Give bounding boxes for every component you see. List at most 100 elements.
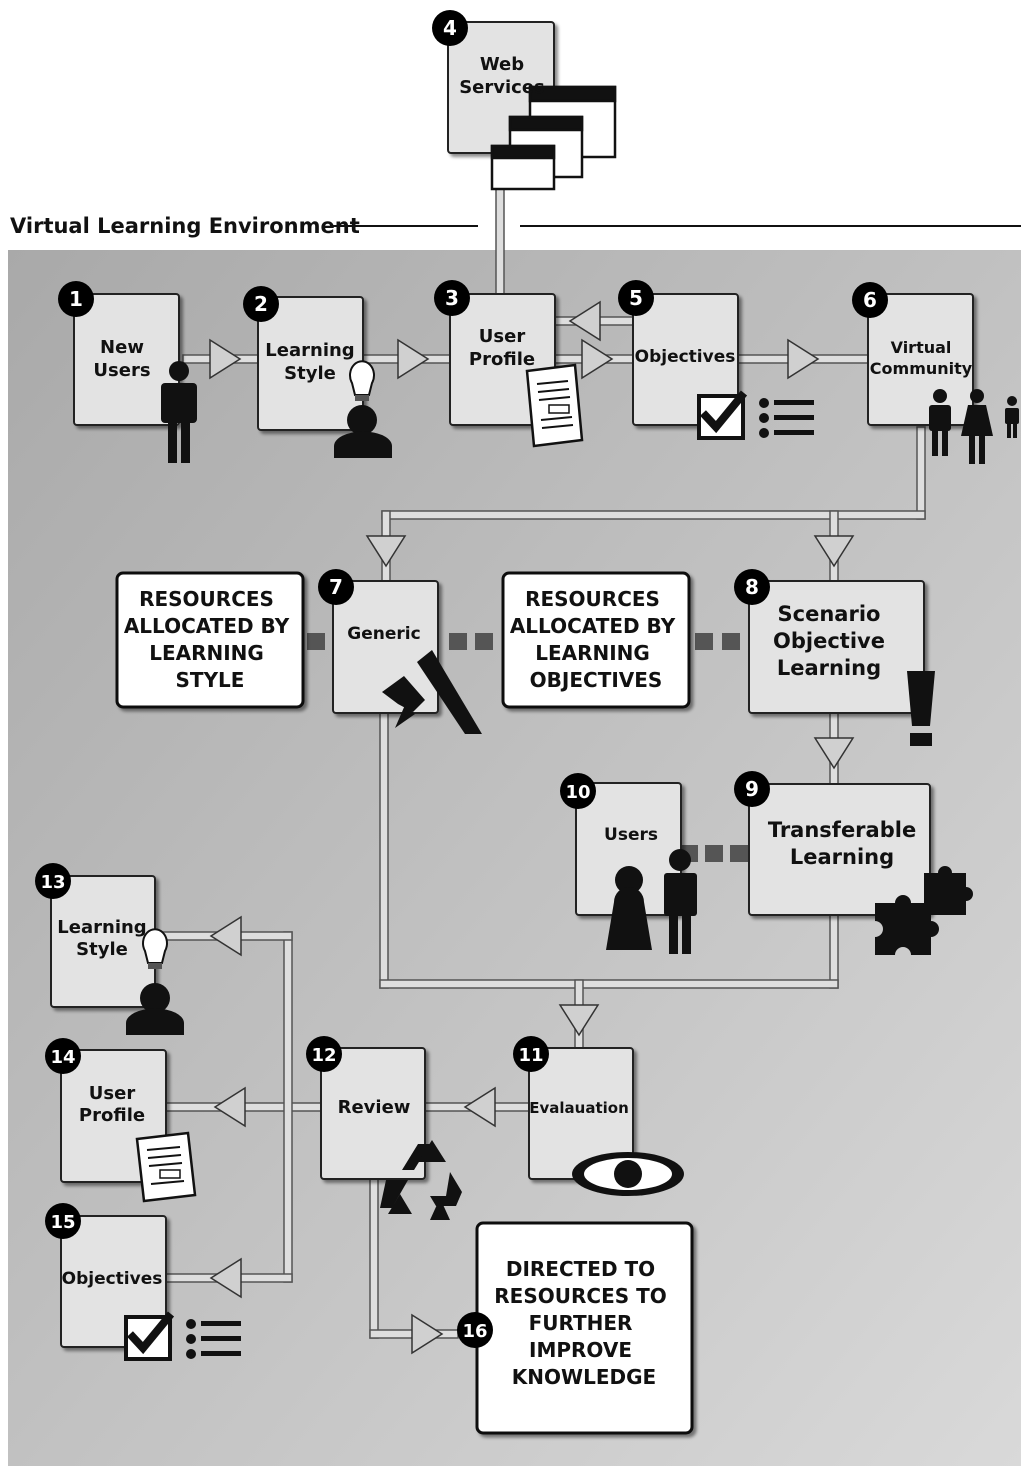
- arrow-to-14: [213, 1086, 246, 1128]
- badge-2-number: 2: [254, 292, 268, 316]
- badge-7-number: 7: [329, 575, 343, 599]
- badge-9-number: 9: [745, 777, 759, 801]
- badge-5: 5: [618, 280, 654, 316]
- arrow-to-16: [411, 1313, 444, 1355]
- callout-learning-objectives-label: RESOURCES ALLOCATED BY LEARNING OBJECTIV…: [510, 587, 682, 692]
- step-12-label: Review: [338, 1097, 411, 1118]
- arrow-to-11: [558, 1004, 600, 1037]
- badge-8-number: 8: [745, 575, 759, 599]
- number-badges: 1 2 3 4 5 6 7 8 9 10 11 12 13 14 15 16: [35, 10, 888, 1348]
- badge-12-number: 12: [311, 1045, 336, 1066]
- step-box-5[interactable]: [632, 293, 739, 426]
- badge-15-number: 15: [50, 1212, 75, 1233]
- step-box-9[interactable]: [748, 783, 931, 916]
- arrow-to-8: [813, 535, 855, 568]
- badge-5-number: 5: [629, 286, 643, 310]
- badge-14-number: 14: [50, 1047, 75, 1068]
- badge-13: 13: [35, 863, 71, 899]
- badge-6-number: 6: [863, 288, 877, 312]
- two-people-icon: [606, 849, 697, 954]
- badge-16-number: 16: [462, 1321, 487, 1342]
- recycle-icon: [380, 1140, 462, 1220]
- badge-7: 7: [318, 569, 354, 605]
- step-box-12[interactable]: [320, 1047, 426, 1180]
- step-10-label: Users: [604, 825, 658, 845]
- step-7-label: Generic: [347, 624, 420, 644]
- badge-1: 1: [58, 281, 94, 317]
- connector-web-profile: [495, 184, 505, 296]
- connector-merge: [379, 979, 839, 989]
- family-icon: [929, 389, 1019, 464]
- badge-15: 15: [45, 1203, 81, 1239]
- person-icon: [161, 361, 197, 463]
- arrow-11-12: [463, 1086, 496, 1128]
- step-5-label: Objectives: [635, 347, 736, 367]
- badge-9: 9: [734, 771, 770, 807]
- arrow-heads: [209, 300, 855, 1355]
- pen-nib-icon: [382, 650, 482, 734]
- connector-7-down: [379, 712, 389, 989]
- connector-branch: [381, 510, 926, 520]
- step-box-6[interactable]: [867, 293, 974, 426]
- badge-12: 12: [306, 1036, 342, 1072]
- arrow-to-15: [209, 1257, 242, 1299]
- arrow-2-3: [397, 338, 430, 380]
- exclamation-icon: [907, 671, 935, 746]
- badge-10-number: 10: [565, 782, 590, 803]
- arrow-5-3: [568, 300, 601, 342]
- environment-title: Virtual Learning Environment: [10, 214, 360, 238]
- badge-10: 10: [560, 773, 596, 809]
- badge-11: 11: [513, 1036, 549, 1072]
- callout-labels: RESOURCES ALLOCATED BY LEARNING STYLE RE…: [124, 587, 682, 1389]
- lightbulb-head-icon-2: [126, 928, 184, 1035]
- badge-13-number: 13: [40, 872, 65, 893]
- badge-4-number: 4: [443, 16, 457, 40]
- callout-directed-label: DIRECTED TO RESOURCES TO FURTHER IMPROVE…: [494, 1257, 673, 1389]
- badge-8: 8: [734, 569, 770, 605]
- arrow-5-6: [787, 338, 820, 380]
- step-box-15[interactable]: [60, 1215, 167, 1348]
- arrow-to-7: [365, 535, 407, 568]
- puzzle-pieces-icon: [875, 866, 973, 955]
- arrow-8-9: [813, 737, 855, 770]
- badge-3-number: 3: [445, 286, 459, 310]
- step-11-label: Evalauation: [529, 1099, 629, 1117]
- connector-bus: [283, 931, 293, 1283]
- step-box-1[interactable]: [73, 293, 180, 426]
- connector-12-down: [369, 1177, 379, 1339]
- badge-6: 6: [852, 282, 888, 318]
- callout-box-learning-objectives: [501, 571, 691, 709]
- step-box-8[interactable]: [748, 580, 925, 714]
- badge-16: 16: [457, 1312, 493, 1348]
- badge-14: 14: [45, 1038, 81, 1074]
- eye-icon: [572, 1152, 684, 1196]
- badge-4: 4: [432, 10, 468, 46]
- badge-11-number: 11: [518, 1045, 543, 1066]
- callout-learning-style-label: RESOURCES ALLOCATED BY LEARNING STYLE: [124, 587, 296, 692]
- badge-3: 3: [434, 280, 470, 316]
- arrow-3-5: [581, 338, 614, 380]
- badge-1-number: 1: [69, 287, 83, 311]
- lightbulb-head-icon: [334, 360, 392, 458]
- browser-windows-icon: [490, 85, 617, 191]
- document-icon: [525, 363, 584, 448]
- checklist-icon: [697, 390, 814, 440]
- checklist-icon-2: [124, 1311, 241, 1361]
- badge-2: 2: [243, 286, 279, 322]
- step-box-7[interactable]: [332, 580, 439, 714]
- arrow-1-2: [209, 338, 242, 380]
- document-icon-2: [135, 1131, 197, 1203]
- step-15-label: Objectives: [62, 1269, 163, 1289]
- connector-9-down: [829, 914, 839, 989]
